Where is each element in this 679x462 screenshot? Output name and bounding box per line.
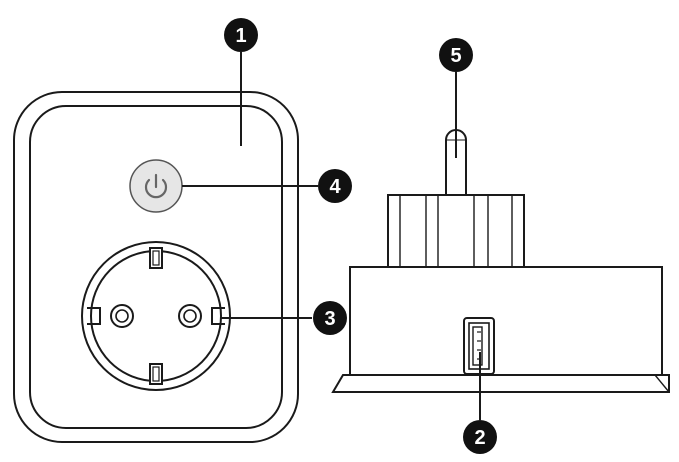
callout-5: 5 <box>439 38 473 72</box>
plug-housing-side <box>331 266 670 393</box>
pin-hole-right <box>178 304 202 328</box>
plug-side-view <box>331 129 670 393</box>
leader-lines <box>182 52 481 420</box>
socket-outlet <box>81 241 231 391</box>
callout-4: 4 <box>318 169 352 203</box>
power-button[interactable] <box>129 159 183 213</box>
callout-2-label: 2 <box>474 427 485 449</box>
plug-front-view <box>13 91 299 443</box>
power-icon <box>144 173 168 199</box>
earth-clip-top <box>149 247 163 269</box>
usb-port[interactable] <box>463 317 495 375</box>
callout-1-label: 1 <box>235 25 246 47</box>
callout-3: 3 <box>313 301 347 335</box>
callout-5-label: 5 <box>450 45 461 67</box>
callout-3-label: 3 <box>324 308 335 330</box>
plug-collar <box>387 194 525 268</box>
callout-2: 2 <box>463 420 497 454</box>
callout-1: 1 <box>224 18 258 52</box>
earth-clip-bottom <box>149 363 163 385</box>
callout-4-label: 4 <box>329 176 341 198</box>
pin-hole-left <box>110 304 134 328</box>
